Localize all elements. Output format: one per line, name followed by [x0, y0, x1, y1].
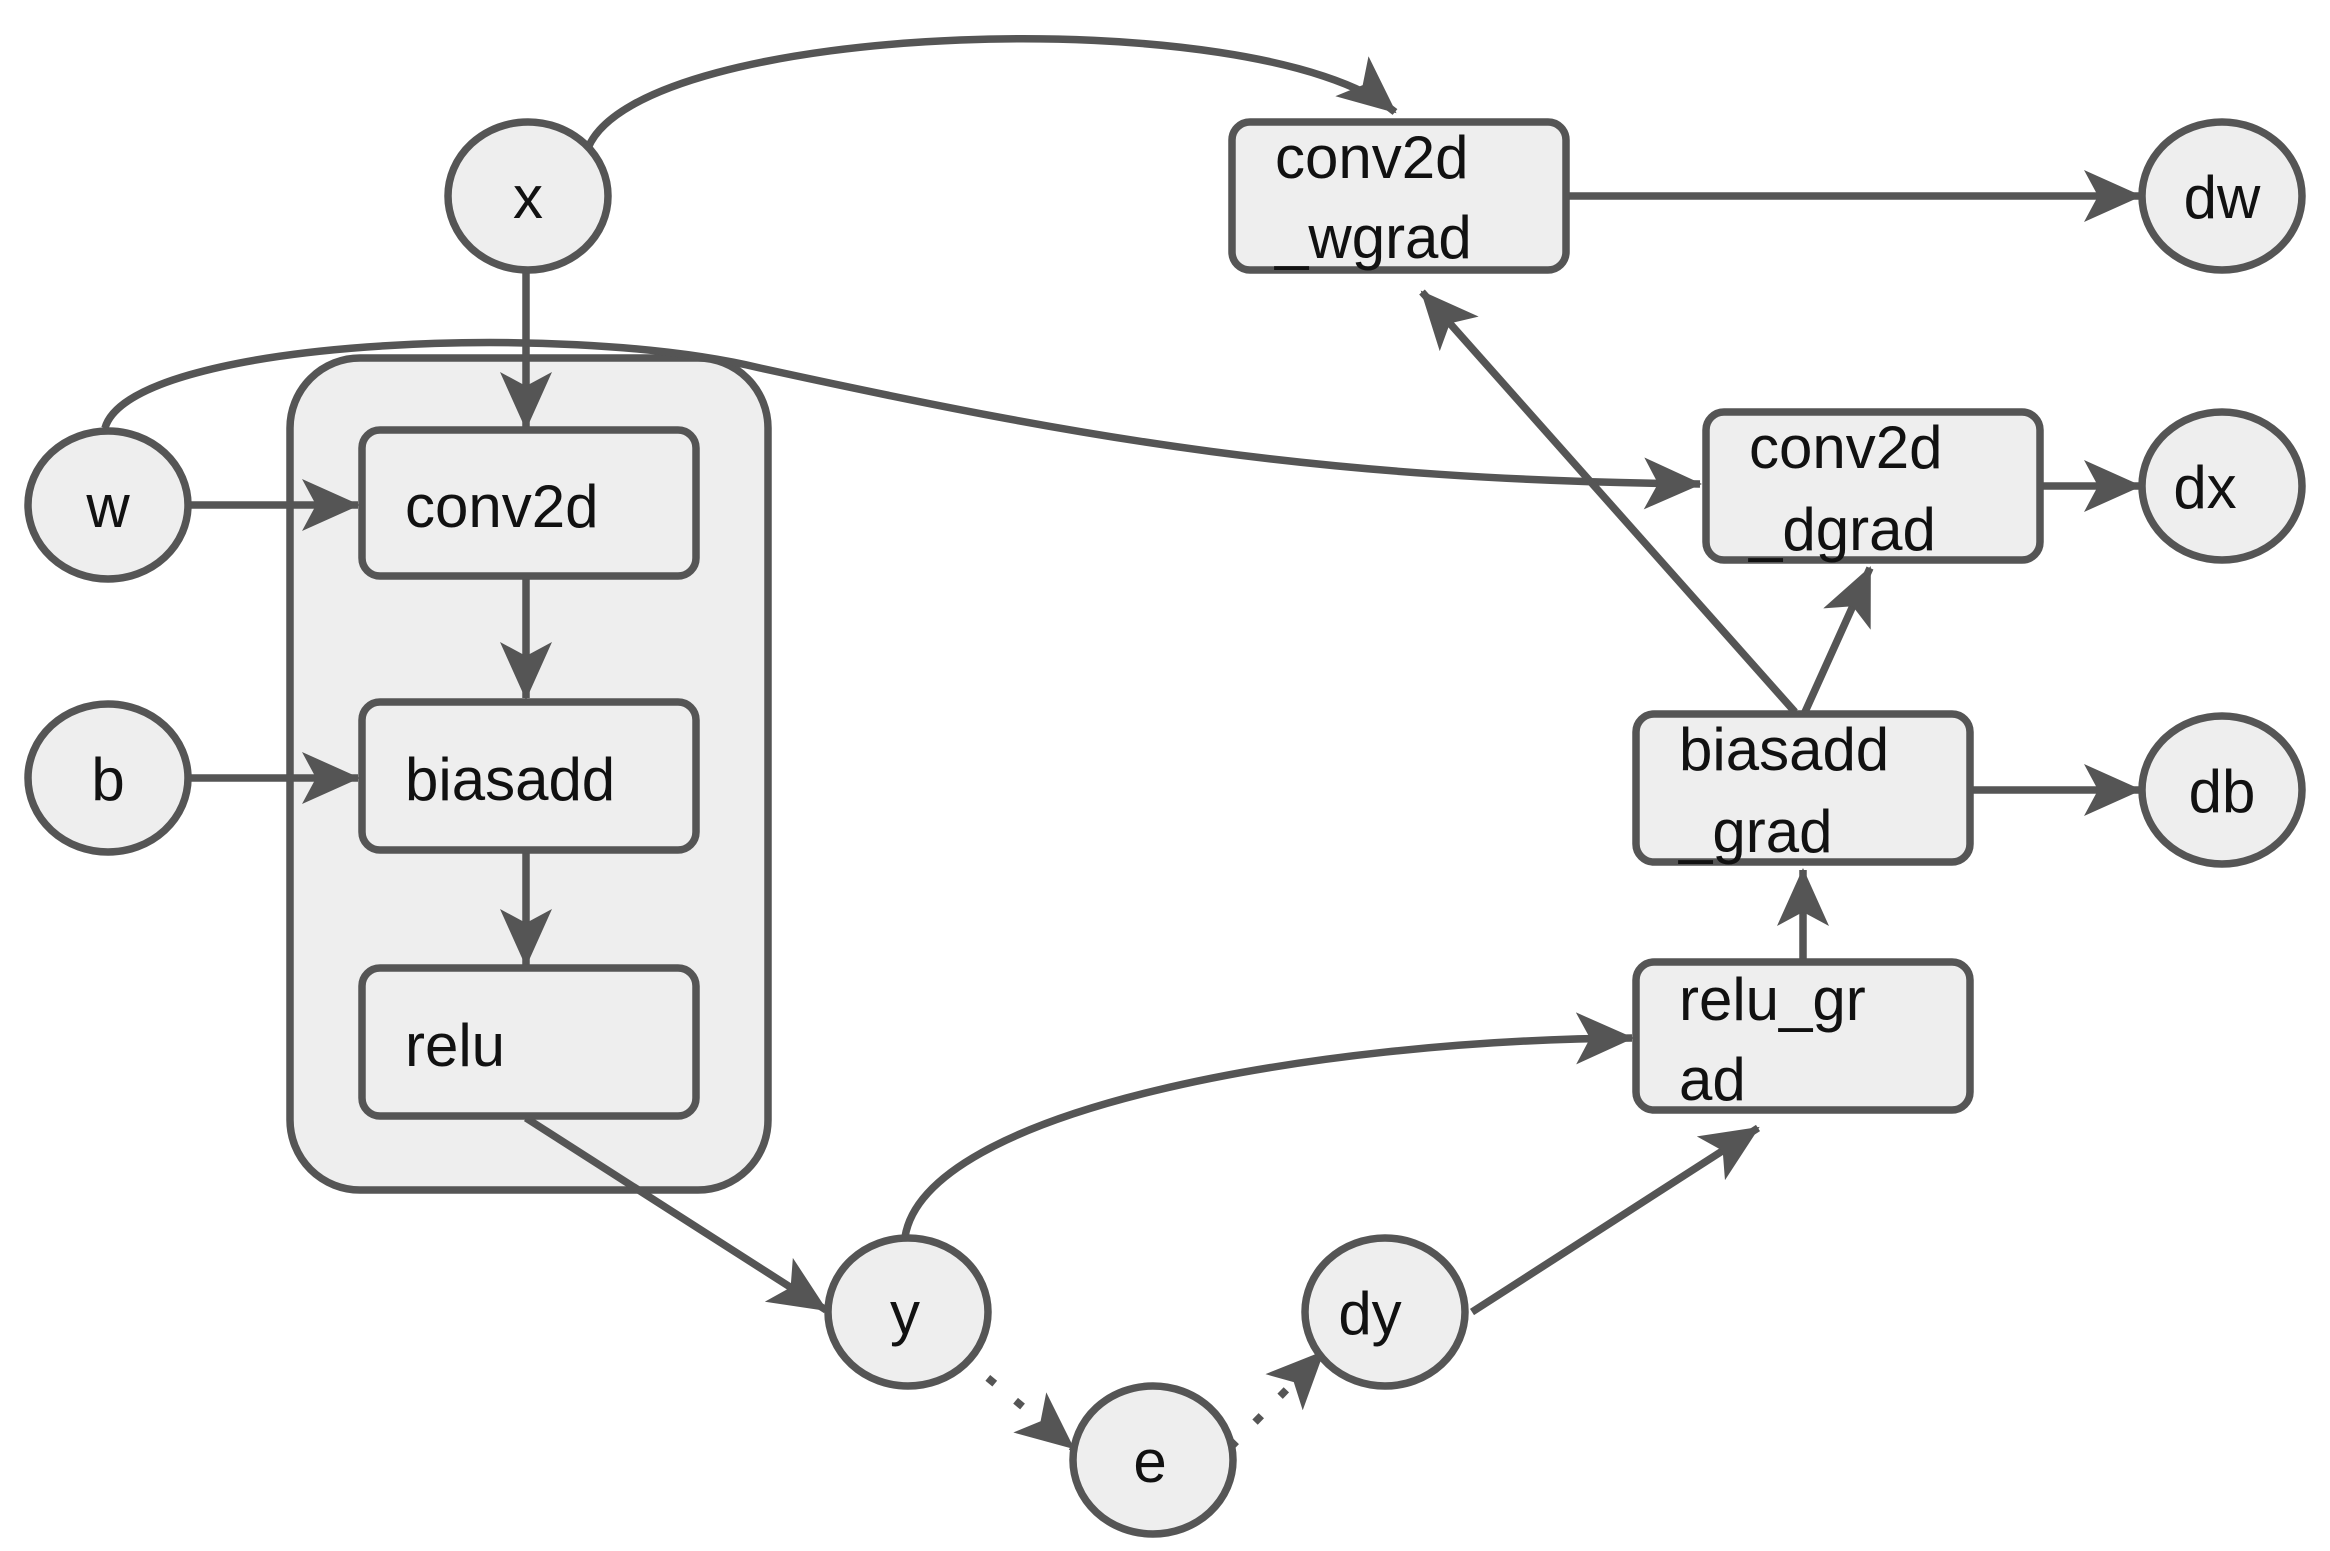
node-dx: dx — [2138, 408, 2306, 564]
node-conv2d-label: conv2d — [405, 473, 598, 540]
node-biasadd_grad: biasadd _grad — [1632, 710, 1974, 866]
node-dy: dy — [1301, 1234, 1469, 1390]
node-dy-label: dy — [1338, 1280, 1401, 1347]
node-biasadd-label: biasadd — [405, 746, 615, 813]
edge-biasadd_grad-conv2d_wgrad — [1419, 289, 1798, 715]
node-dw-label: dw — [2184, 164, 2261, 231]
node-x-label: x — [513, 164, 543, 231]
node-w: w — [24, 427, 192, 583]
node-db: db — [2138, 712, 2306, 868]
node-biasadd_grad-label-line2: _grad — [1678, 798, 1832, 865]
edge-dy-relu_grad — [1469, 1124, 1761, 1316]
edge-y-e — [957, 1352, 1076, 1451]
node-biasadd: biasadd — [358, 698, 700, 854]
node-relu_grad-label-line1: relu_gr — [1679, 966, 1866, 1033]
node-x: x — [444, 118, 612, 274]
node-y-label: y — [890, 1280, 920, 1347]
node-db-label: db — [2189, 758, 2256, 825]
node-conv2d: conv2d — [358, 426, 700, 580]
node-dx-label: dx — [2173, 454, 2236, 521]
node-relu: relu — [358, 964, 700, 1120]
node-relu-label: relu — [405, 1012, 505, 1079]
node-conv2d_wgrad-label-line2: _wgrad — [1274, 204, 1472, 271]
node-b: b — [24, 700, 192, 856]
edge-w-conv2d_dgrad — [101, 338, 1702, 510]
edge-biasadd_grad-conv2d_dgrad — [1801, 566, 1874, 714]
node-w-label: w — [85, 473, 130, 540]
node-biasadd_grad-label-line1: biasadd — [1679, 716, 1889, 783]
node-conv2d_dgrad: conv2d _dgrad — [1702, 408, 2044, 564]
edges — [101, 35, 2142, 1451]
edge-relu-y — [523, 1114, 829, 1314]
node-conv2d_dgrad-label-line2: _dgrad — [1748, 496, 1936, 563]
node-dw: dw — [2138, 118, 2306, 274]
node-b-label: b — [91, 746, 124, 813]
node-relu_grad: relu_gr ad — [1632, 958, 1974, 1114]
edge-e-dy — [1227, 1349, 1326, 1451]
node-e-label: e — [1133, 1428, 1166, 1495]
node-conv2d_wgrad-label-line1: conv2d — [1275, 124, 1468, 191]
edge-x-conv2d_wgrad — [584, 35, 1398, 150]
edge-y-relu_grad — [901, 1012, 1634, 1238]
node-e: e — [1069, 1382, 1237, 1538]
node-conv2d_dgrad-label-line1: conv2d — [1749, 414, 1942, 481]
node-conv2d_wgrad: conv2d _wgrad — [1228, 118, 1570, 274]
node-relu_grad-label-line2: ad — [1679, 1046, 1746, 1113]
node-y: y — [824, 1234, 992, 1390]
